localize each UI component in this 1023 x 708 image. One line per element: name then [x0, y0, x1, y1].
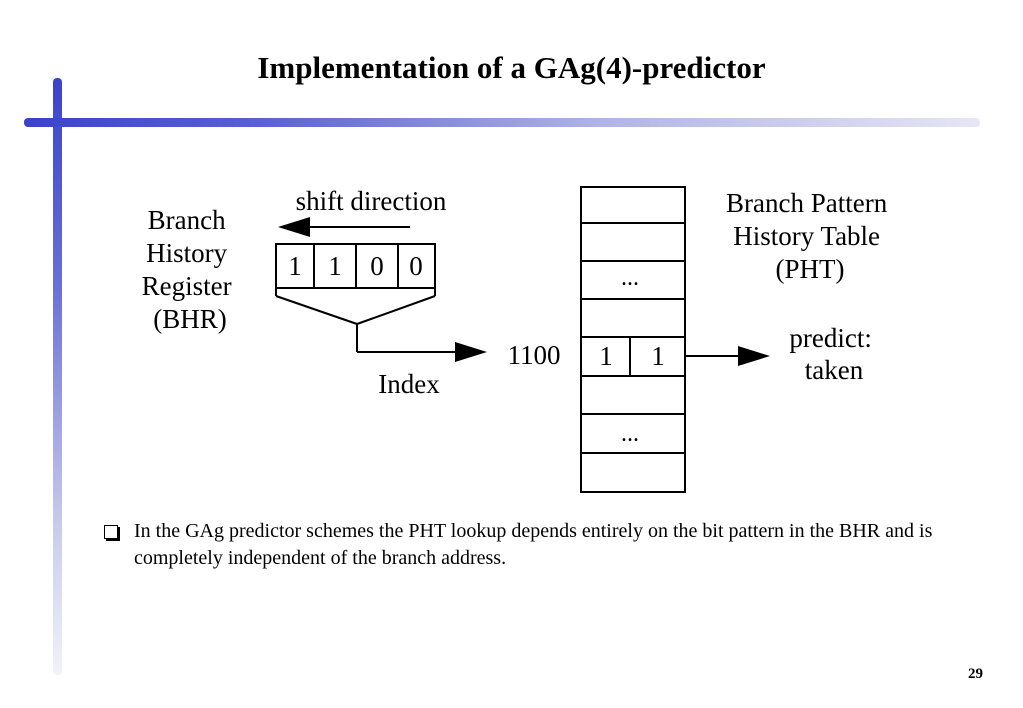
prediction-arrow [686, 346, 770, 366]
bhr-label-line: Register [142, 271, 232, 301]
bhr-bit: 0 [409, 251, 423, 281]
pht-ellipsis: ... [621, 265, 639, 291]
index-funnel [275, 288, 436, 352]
pht-label-line: History Table [733, 221, 880, 251]
checkbox-bullet-icon [104, 525, 118, 539]
pht-table: ... 1 1 ... [580, 186, 686, 493]
pht-entry-bit: 1 [599, 341, 613, 371]
bullet-text: In the GAg predictor schemes the PHT loo… [134, 520, 933, 569]
pht-label: Branch Pattern History Table (PHT) [726, 188, 894, 284]
slide-title: Implementation of a GAg(4)-predictor [257, 50, 766, 85]
horizontal-accent-bar [24, 118, 980, 127]
shift-direction-label: shift direction [296, 186, 447, 216]
vertical-accent-bar [53, 78, 62, 675]
bhr-label: Branch History Register (BHR) [142, 205, 239, 334]
pht-label-line: (PHT) [776, 254, 845, 284]
bhr-bit: 0 [370, 251, 384, 281]
pht-entry-bit: 1 [651, 341, 665, 371]
pht-label-line: Branch Pattern [726, 188, 888, 218]
pht-ellipsis: ... [621, 421, 639, 447]
prediction-label: predict: taken [789, 323, 878, 385]
bhr-bit: 1 [288, 251, 302, 281]
prediction-line: taken [805, 355, 864, 385]
index-arrow [357, 342, 487, 362]
bhr-label-line: Branch [148, 205, 226, 235]
prediction-line: predict: [789, 323, 871, 353]
bhr-bit: 1 [328, 251, 342, 281]
index-value: 1100 [508, 340, 561, 370]
shift-direction-arrow [278, 217, 410, 237]
bullet-point: In the GAg predictor schemes the PHT loo… [104, 518, 934, 572]
bhr-label-line: History [146, 238, 228, 268]
page-number: 29 [968, 666, 983, 682]
bhr-register: 1 1 0 0 [275, 243, 436, 289]
bhr-label-line: (BHR) [153, 304, 227, 334]
index-label: Index [378, 369, 440, 399]
